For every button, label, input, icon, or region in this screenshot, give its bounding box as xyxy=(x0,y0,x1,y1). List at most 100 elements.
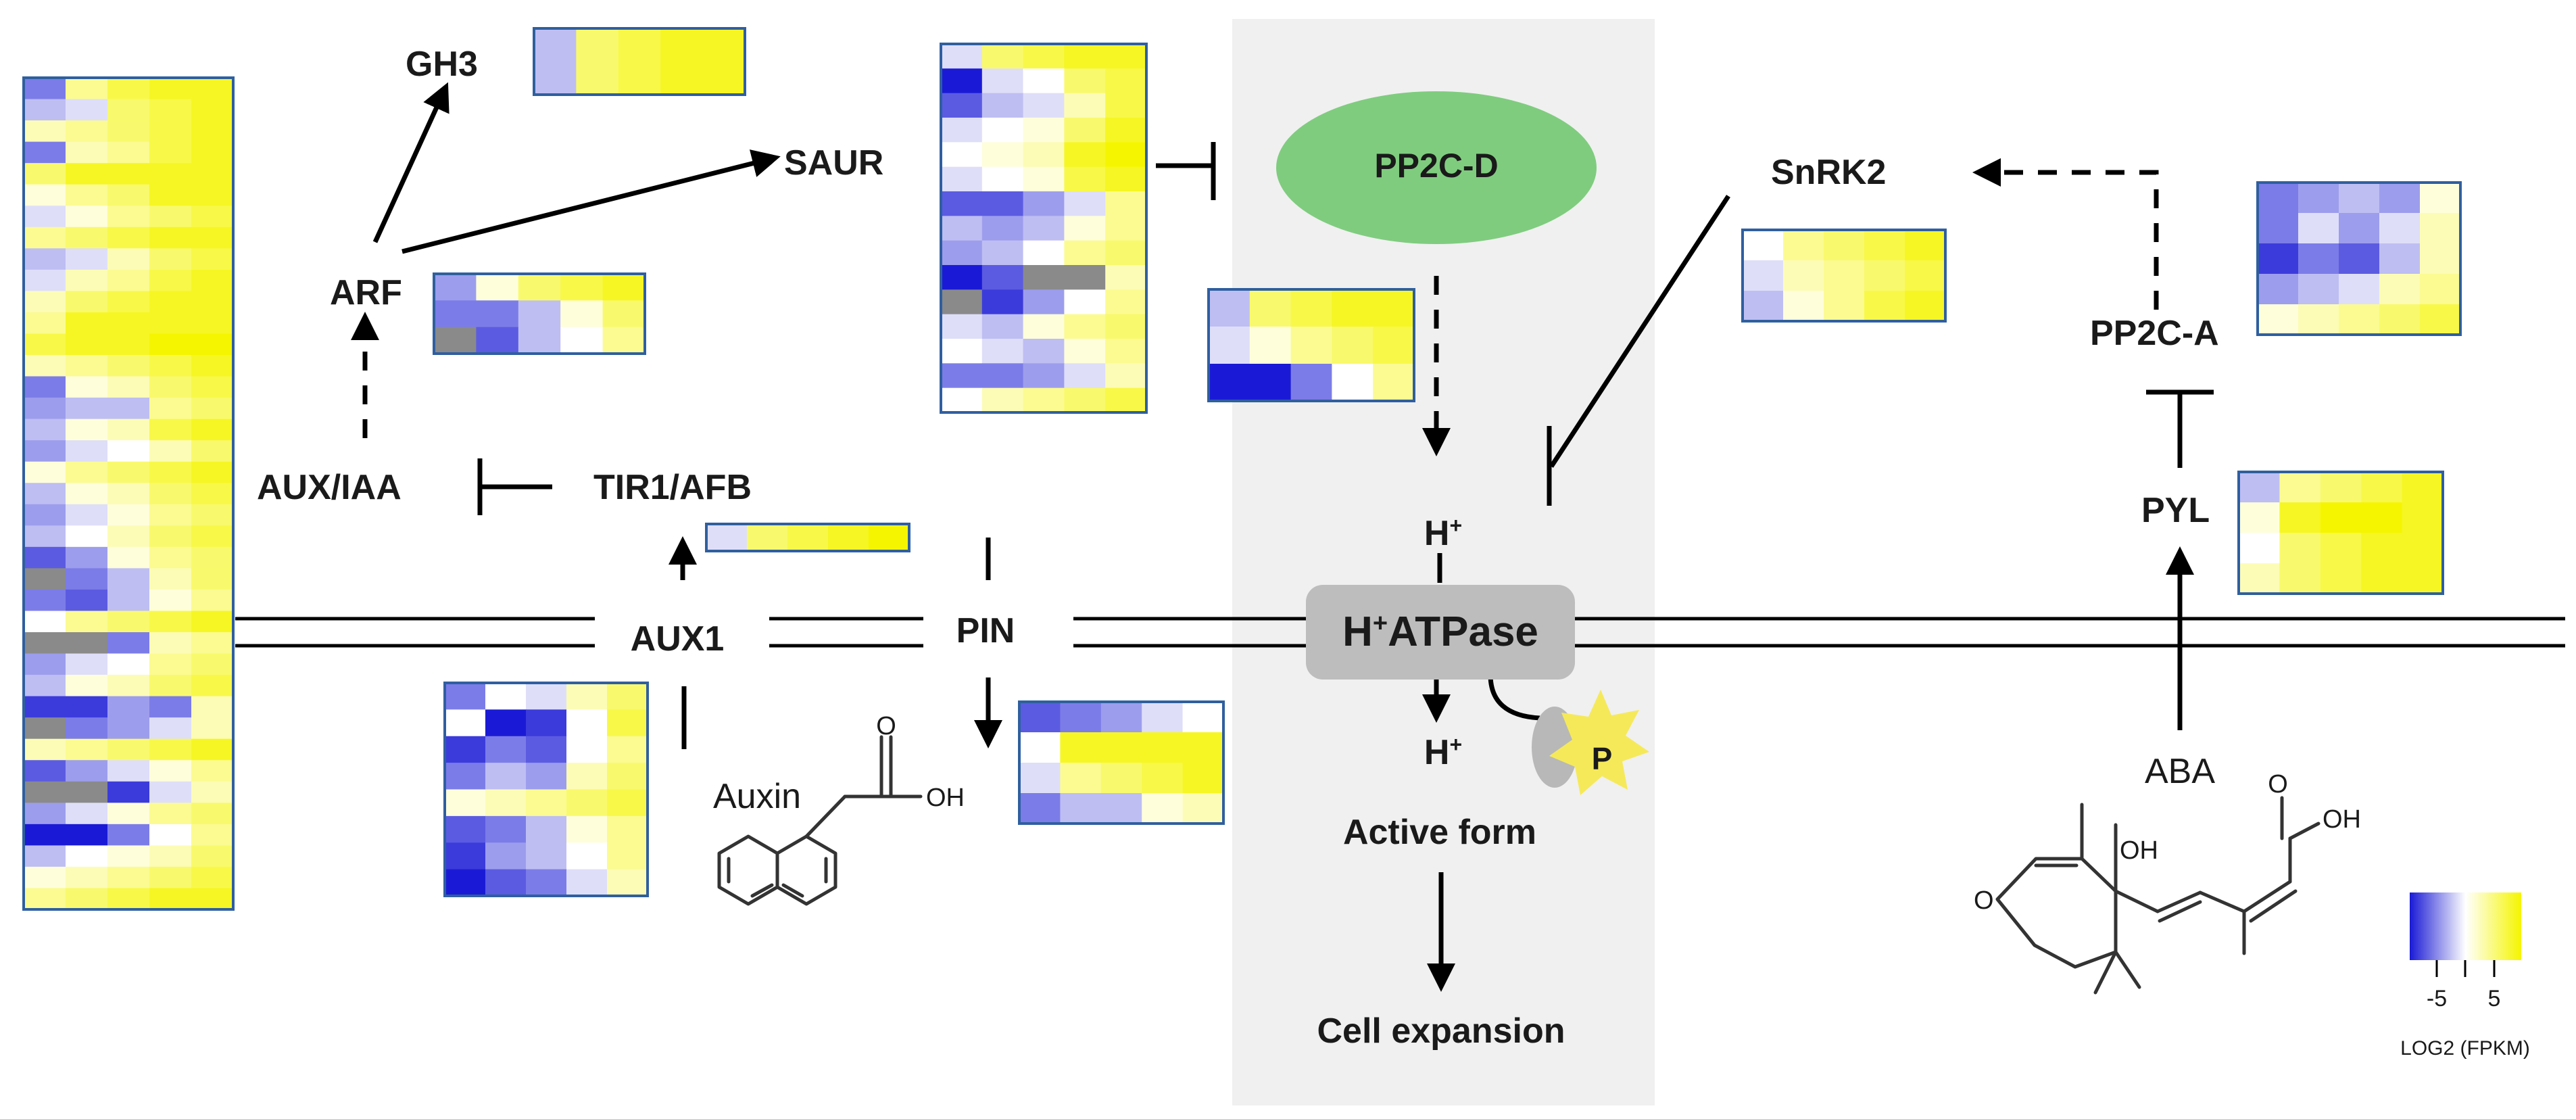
heatmap-cell xyxy=(434,327,477,354)
heatmap-cell xyxy=(566,683,608,710)
heatmap-cell xyxy=(445,815,486,843)
heatmap-cell xyxy=(2258,274,2299,305)
heatmap-border xyxy=(2237,471,2444,595)
heatmap-cell xyxy=(66,717,108,740)
heatmap-cell xyxy=(191,291,234,313)
heatmap-cell xyxy=(941,387,983,413)
heatmap-cell xyxy=(191,675,234,697)
heatmap-cell xyxy=(607,709,648,737)
heatmap-cell xyxy=(107,717,150,740)
heatmap-cell xyxy=(191,845,234,867)
heatmap-cell xyxy=(66,291,108,313)
heatmap-cell xyxy=(107,99,150,121)
heatmap-cell xyxy=(191,589,234,612)
heatmap-cell xyxy=(66,419,108,441)
heatmap-cell xyxy=(2339,183,2380,214)
heatmap-cell xyxy=(107,333,150,356)
heatmap-cell xyxy=(941,363,983,389)
heatmap-cell xyxy=(107,866,150,889)
heatmap-cell xyxy=(24,504,66,526)
heatmap-cell xyxy=(107,504,150,526)
heatmap-cell xyxy=(941,339,983,364)
color-legend: -5 5 LOG2 (FPKM) xyxy=(2400,892,2530,1060)
heatmap-cell xyxy=(149,803,192,825)
heatmap-border xyxy=(940,43,1148,414)
heatmap-cell xyxy=(1105,68,1147,94)
legend-tick-high: 5 xyxy=(2488,986,2501,1011)
heatmap-cell xyxy=(149,269,192,291)
naa-molecule xyxy=(717,735,923,906)
heatmap-cell xyxy=(66,589,108,612)
heatmap-cell xyxy=(560,327,604,354)
heatmap-cell xyxy=(149,461,192,483)
heatmap-cell xyxy=(1142,732,1184,763)
heatmap-cell xyxy=(149,888,192,910)
heatmap-cell xyxy=(24,738,66,761)
heatmap-cell xyxy=(1105,142,1147,168)
h-atpase-label: H+ATPase xyxy=(1342,609,1538,655)
heatmap-cell xyxy=(485,763,527,790)
heatmap-cell xyxy=(2239,563,2280,594)
heatmap-cell xyxy=(1064,68,1106,94)
arrow-arf-to-saur xyxy=(402,149,781,254)
heatmap-cell xyxy=(706,524,748,552)
heatmap-cell xyxy=(191,440,234,462)
heatmap-cell xyxy=(191,611,234,633)
heatmap-cell xyxy=(149,78,192,100)
heatmap-snrk2 xyxy=(1741,229,1947,323)
heatmap-border xyxy=(1018,700,1225,825)
heatmap-cell xyxy=(24,717,66,740)
heatmap-cell xyxy=(602,300,646,328)
heatmap-cell xyxy=(1105,314,1147,339)
heatmap-cell xyxy=(1332,364,1374,402)
heatmap-cell xyxy=(149,291,192,313)
heatmap-cell xyxy=(66,355,108,377)
heatmap-cell xyxy=(149,376,192,398)
heatmap-cell xyxy=(149,611,192,633)
heatmap-cell xyxy=(1023,265,1065,290)
heatmap-cell xyxy=(149,525,192,548)
heatmap-cell xyxy=(149,781,192,803)
heatmap-cell xyxy=(566,842,608,870)
heatmap-cell xyxy=(24,696,66,718)
heatmap-cell xyxy=(191,419,234,441)
heatmap-cell xyxy=(66,461,108,483)
heatmap-cell xyxy=(445,683,486,710)
heatmap-cell xyxy=(2339,304,2380,335)
heatmap-cell xyxy=(107,120,150,143)
heatmap-cell xyxy=(485,683,527,710)
heatmap-arf xyxy=(433,272,646,355)
heatmap-cell xyxy=(149,99,192,121)
heatmap-cell xyxy=(1105,240,1147,266)
heatmap-cell xyxy=(24,120,66,143)
heatmap-cell xyxy=(2339,274,2380,305)
heatmap-cell xyxy=(2339,213,2380,244)
heatmap-cell xyxy=(191,398,234,420)
heatmap-cell xyxy=(24,184,66,206)
heatmap-cell xyxy=(107,568,150,590)
heatmap-cell xyxy=(2402,472,2444,503)
heatmap-cell xyxy=(787,524,829,552)
heatmap-cell xyxy=(66,546,108,569)
pathway-edges xyxy=(351,82,2214,992)
heatmap-cell xyxy=(149,163,192,185)
heatmap-cell xyxy=(1373,327,1415,364)
heatmap-saur xyxy=(940,43,1148,414)
heatmap-cell xyxy=(24,206,66,228)
heatmap-large-left xyxy=(22,76,235,911)
heatmap-cell xyxy=(24,461,66,483)
heatmap-cell xyxy=(107,653,150,675)
heatmap-cell xyxy=(191,888,234,910)
heatmap-pp2c-d xyxy=(1207,288,1415,402)
heatmap-cell xyxy=(1249,289,1292,327)
tir1-afb-label: TIR1/AFB xyxy=(593,468,752,507)
heatmap-cell xyxy=(476,274,519,301)
arrow-pp2ca-to-snrk2 xyxy=(1972,158,2159,310)
heatmap-cell xyxy=(66,163,108,185)
heatmap-cell xyxy=(107,696,150,718)
heatmap-cell xyxy=(24,227,66,249)
heatmap-cell xyxy=(981,93,1024,118)
aba-label: ABA xyxy=(2145,752,2215,791)
heatmap-cell xyxy=(1290,289,1332,327)
heatmap-cell xyxy=(191,525,234,548)
